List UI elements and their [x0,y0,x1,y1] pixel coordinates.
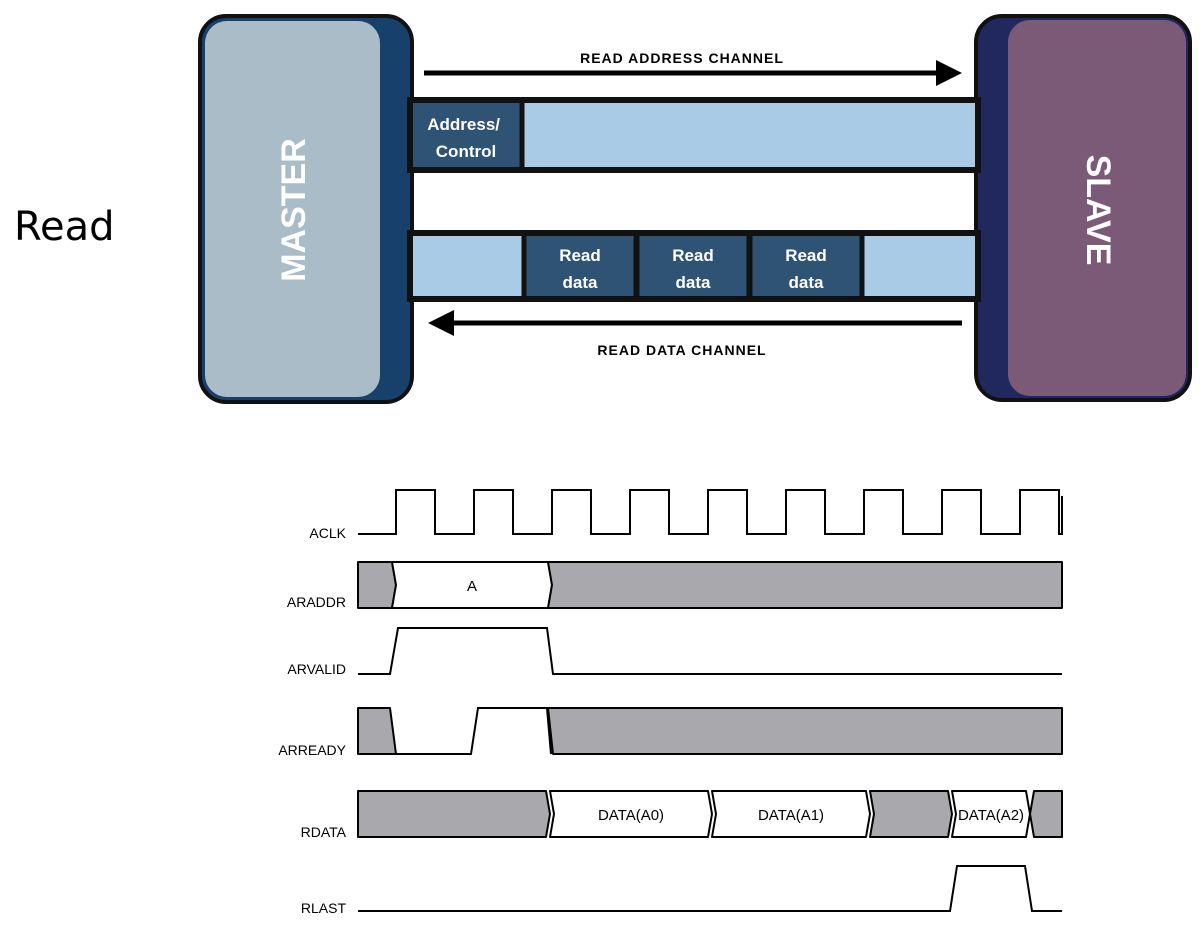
read-data-channel-label: READ DATA CHANNEL [597,342,766,358]
rdata-value [951,790,1031,838]
signal-label-aclk: ACLK [309,525,346,541]
master-block: MASTER [198,14,414,404]
read-data-packet-line: Read [672,246,714,265]
signal-label-araddr: ARADDR [287,594,346,610]
master-face [205,21,380,397]
address-control-packet-label: Address/ Control [427,115,504,161]
read-data-packet-label: Read data [672,246,714,292]
slave-block: SLAVE [974,14,1192,402]
address-control-packet [413,103,520,167]
signal-labels: ACLK ARADDR ARVALID ARREADY RDATA RLAST [278,525,346,916]
read-data-packet-line: data [563,273,599,292]
address-control-line-1: Address/ [427,115,500,134]
axi-read-block-diagram: MASTER SLAVE READ ADDRESS CHANNEL Addres… [198,14,1192,404]
signal-waveforms: A DATA(A0) DATA(A1) DATA(A2) [357,489,1063,912]
read-address-channel: READ ADDRESS CHANNEL Address/ Control [407,50,981,173]
read-data-packets: Read data Read data Read data [521,236,865,296]
read-data-packet [526,236,634,296]
address-arrow-head [936,60,962,86]
read-data-packet [752,236,860,296]
arready-undefined [357,707,397,755]
araddr-valid-label: A [467,578,477,595]
arready-waveform [396,707,552,755]
rdata-value-label: DATA(A0) [598,807,664,824]
read-data-packet-label: Read data [559,246,601,292]
read-address-channel-label: READ ADDRESS CHANNEL [580,50,784,66]
araddr-valid [391,561,553,609]
rdata-undefined [1029,790,1063,838]
master-label: MASTER [275,138,313,282]
page-title: Read [14,204,115,250]
rdata-value-label: DATA(A1) [758,807,824,824]
rdata-value [711,790,871,838]
read-data-packet-line: Read [785,246,827,265]
slave-outline [974,14,1192,402]
read-data-packet-label: Read data [785,246,827,292]
data-arrow-head [428,310,454,336]
rdata-undefined [869,790,953,838]
read-data-packet-line: data [789,273,825,292]
rdata-value-label: DATA(A2) [958,807,1024,824]
arready-undefined [547,707,1063,755]
read-data-packet-line: Read [559,246,601,265]
aclk-waveform [358,489,1063,535]
signal-label-rdata: RDATA [301,824,347,840]
rdata-undefined [357,790,551,838]
arvalid-waveform [358,627,1062,675]
rlast-waveform [358,865,1062,912]
read-data-packet-line: data [676,273,712,292]
master-outline [198,14,414,404]
signal-label-arvalid: ARVALID [287,661,346,677]
araddr-undefined [357,561,397,609]
signal-label-rlast: RLAST [301,900,347,916]
signal-label-arready: ARREADY [278,742,346,758]
read-data-packet [639,236,747,296]
araddr-undefined [547,561,1063,609]
rdata-value [549,790,713,838]
read-data-channel: Read data Read data Read data READ DATA CHANN… [407,230,981,358]
slave-label: SLAVE [1079,155,1117,266]
address-control-line-2: Control [436,142,496,161]
slave-face [1008,20,1186,396]
